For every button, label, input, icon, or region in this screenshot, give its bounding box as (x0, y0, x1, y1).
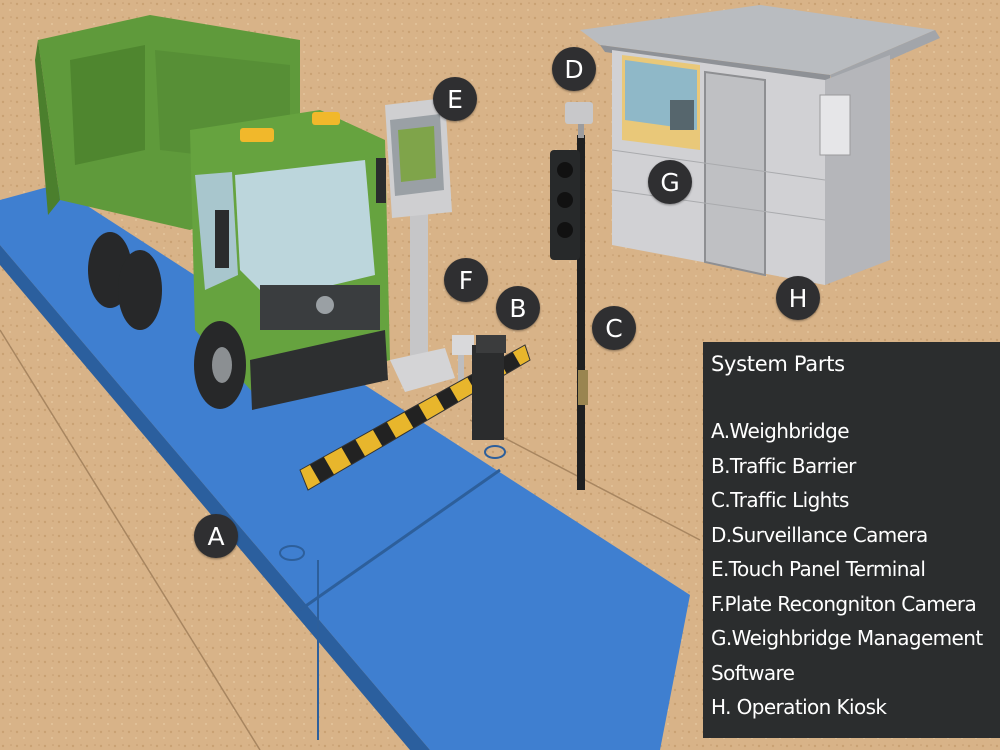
callout-marker-b: B (496, 286, 540, 330)
legend-item: D.Surveillance Camera (711, 522, 928, 547)
callout-marker-c: C (592, 306, 636, 350)
callout-marker-a: A (194, 514, 238, 558)
legend-item: C.Traffic Lights (711, 488, 849, 512)
legend-list: A.Weighbridge B.Traffic Barrier C.Traffi… (711, 414, 1000, 725)
legend-item: E.Touch Panel Terminal (711, 557, 926, 581)
legend-item: G.Weighbridge Management (711, 626, 983, 650)
ground-line (0, 329, 261, 750)
callout-marker-e: E (433, 77, 477, 121)
traffic-lights (550, 135, 588, 490)
legend-item: A.Weighbridge (711, 419, 850, 443)
callout-marker-g: G (648, 160, 692, 204)
legend-title: System Parts (711, 352, 845, 376)
operation-kiosk (580, 5, 940, 285)
touch-panel-terminal (385, 98, 455, 392)
callout-marker-f: F (444, 258, 488, 302)
callout-marker-h: H (776, 276, 820, 320)
plate-recognition-camera (452, 335, 474, 385)
traffic-barrier (299, 335, 531, 491)
legend-item: H. Operation Kiosk (711, 695, 887, 719)
system-parts-legend: System Parts A.Weighbridge B.Traffic Bar… (703, 342, 1000, 738)
surveillance-camera (565, 102, 593, 138)
legend-item: B.Traffic Barrier (711, 453, 856, 478)
legend-item: F.Plate Recongniton Camera (711, 591, 977, 616)
garbage-truck (35, 15, 390, 410)
callout-marker-d: D (552, 47, 596, 91)
legend-item: Software (711, 660, 795, 685)
